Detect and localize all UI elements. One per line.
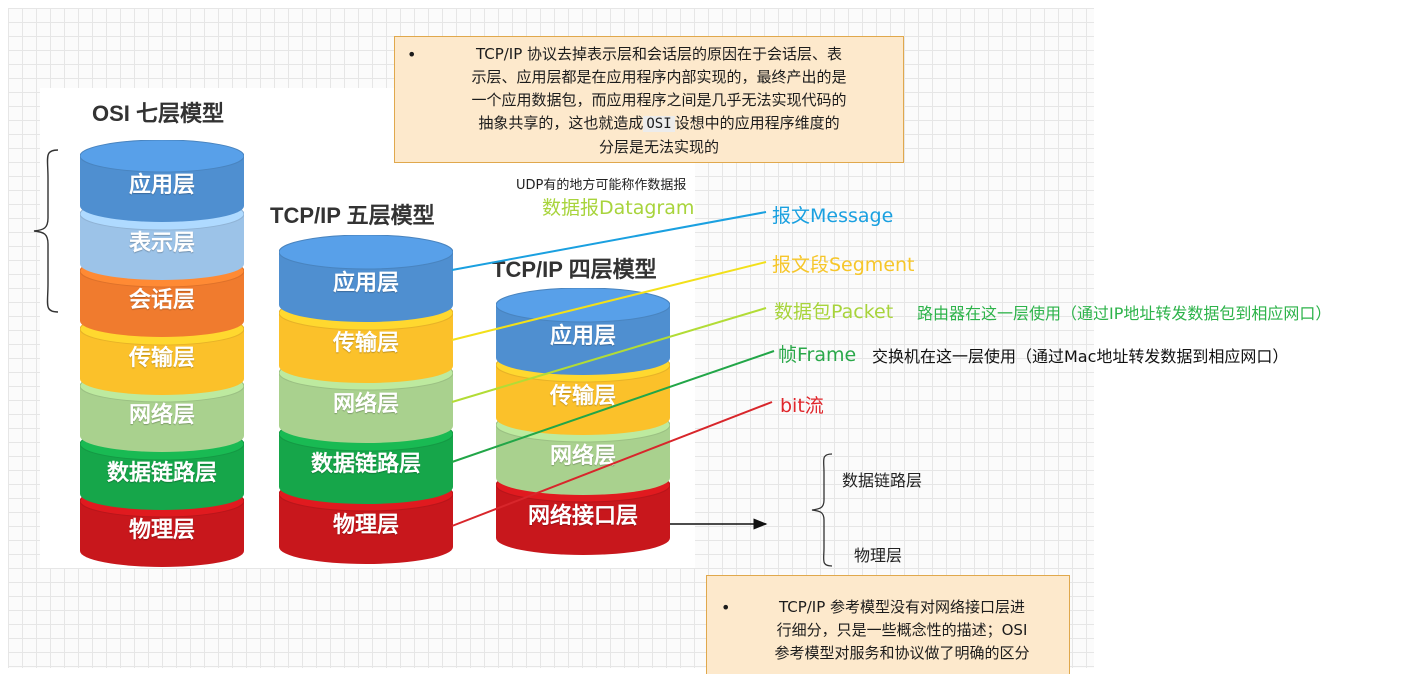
bottom-note-line-3: 参考模型对服务和协议做了明确的区分 bbox=[774, 644, 1030, 662]
bullet-icon: • bbox=[721, 598, 731, 617]
top-note-box: • TCP/IP 协议去掉表示层和会话层的原因在于会话层、表 示层、应用层都是在… bbox=[394, 36, 904, 163]
layer-label: 传输层 bbox=[128, 345, 195, 371]
top-note-text: TCP/IP 协议去掉表示层和会话层的原因在于会话层、表 示层、应用层都是在应用… bbox=[419, 43, 899, 159]
layer-label: 会话层 bbox=[128, 288, 195, 313]
layer-label: 物理层 bbox=[332, 512, 399, 538]
frame-connector bbox=[451, 350, 775, 463]
message-label: 报文Message bbox=[772, 205, 894, 227]
top-note-line-2: 示层、应用层都是在应用程序内部实现的，最终产出的是 bbox=[471, 68, 847, 86]
layer-label: 应用层 bbox=[128, 173, 195, 198]
layer-label: 表示层 bbox=[128, 230, 195, 256]
bottom-note-line-2: 行细分，只是一些概念性的描述；OSI bbox=[776, 621, 1028, 639]
switch-note: 交换机在这一层使用（通过Mac地址转发数据到相应网口） bbox=[872, 347, 1289, 366]
layer-label: 数据链路层 bbox=[106, 460, 217, 486]
layer-label: 应用层 bbox=[332, 270, 399, 296]
bullet-icon: • bbox=[407, 45, 417, 64]
layer-label: 传输层 bbox=[332, 331, 399, 356]
layer-application: 应用层 bbox=[80, 140, 244, 222]
layer-application: 应用层 bbox=[279, 235, 453, 322]
frame-label: 帧Frame bbox=[778, 344, 857, 366]
layer-label: 网络层 bbox=[128, 403, 195, 428]
osi-code: OSI bbox=[643, 116, 675, 132]
top-note-line-4a: 抽象共享的，这也就造成 bbox=[478, 114, 644, 132]
top-note-line-1: TCP/IP 协议去掉表示层和会话层的原因在于会话层、表 bbox=[475, 45, 843, 63]
datagram-label: 数据报Datagram bbox=[542, 197, 695, 219]
top-note-line-4b: 设想中的应用程序维度的 bbox=[674, 114, 840, 132]
layer-label: 传输层 bbox=[549, 383, 616, 409]
bits-label: bit流 bbox=[780, 395, 824, 417]
net-interface-brace bbox=[811, 453, 833, 567]
bottom-note-line-1: TCP/IP 参考模型没有对网络接口层进 bbox=[778, 598, 1026, 616]
osi-upper-brace bbox=[33, 149, 59, 313]
bottom-note-box: • TCP/IP 参考模型没有对网络接口层进 行细分，只是一些概念性的描述；OS… bbox=[706, 575, 1070, 674]
layer-label: 网络接口层 bbox=[527, 503, 638, 529]
packet-label: 数据包Packet bbox=[774, 301, 894, 323]
bits-connector bbox=[451, 401, 773, 527]
top-note-line-3: 一个应用数据包，而应用程序之间是几乎无法实现代码的 bbox=[471, 91, 847, 109]
top-note-line-5: 分层是无法实现的 bbox=[598, 138, 719, 156]
layer-label: 数据链路层 bbox=[310, 452, 421, 477]
router-note: 路由器在这一层使用（通过IP地址转发数据包到相应网口） bbox=[917, 304, 1332, 323]
layer-label: 网络层 bbox=[332, 391, 399, 417]
layer-label: 网络层 bbox=[549, 443, 616, 469]
bottom-note-text: TCP/IP 参考模型没有对网络接口层进 行细分，只是一些概念性的描述；OSI … bbox=[739, 596, 1065, 665]
layer-label: 物理层 bbox=[128, 518, 195, 543]
layer-label: 应用层 bbox=[549, 323, 616, 349]
datalink-split-label: 数据链路层 bbox=[842, 471, 923, 490]
tcpip4-title: TCP/IP 四层模型 bbox=[492, 257, 657, 282]
osi-title: OSI 七层模型 bbox=[92, 101, 225, 126]
tcpip5-title: TCP/IP 五层模型 bbox=[270, 203, 435, 228]
udp-note: UDP有的地方可能称作数据报 bbox=[516, 178, 687, 193]
packet-connector bbox=[451, 307, 767, 403]
segment-label: 报文段Segment bbox=[772, 254, 915, 276]
physical-split-label: 物理层 bbox=[854, 546, 903, 565]
message-connector bbox=[451, 211, 767, 271]
segment-connector bbox=[451, 261, 767, 341]
